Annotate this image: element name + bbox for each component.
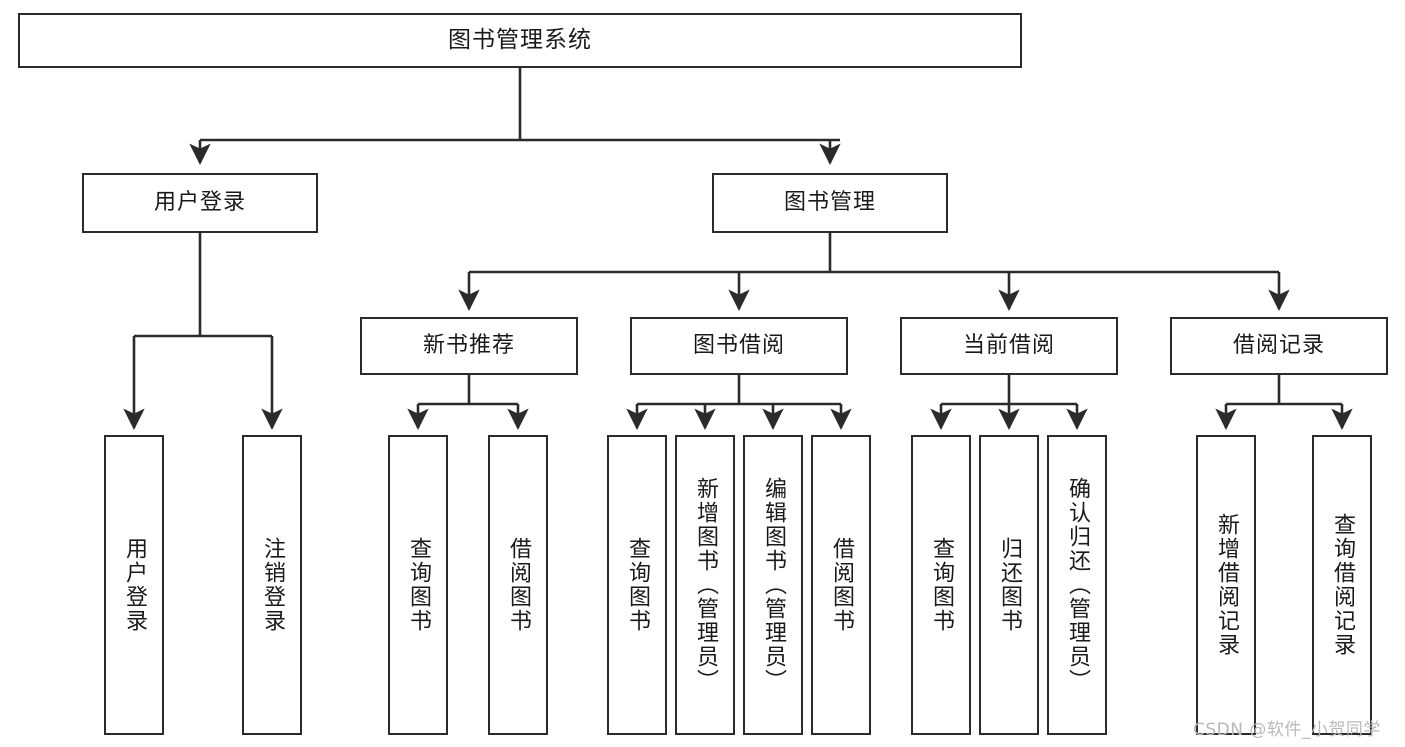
leaf-borrow-book-1-label: 借阅图书 — [505, 537, 531, 633]
leaf-return-book[interactable]: 归还图书 — [979, 435, 1039, 735]
leaf-edit-book-label: 编辑图书（管理员） — [760, 477, 786, 693]
node-new-book-rec[interactable]: 新书推荐 — [360, 317, 578, 375]
leaf-user-login-label: 用户登录 — [121, 537, 147, 633]
leaf-user-login[interactable]: 用户登录 — [104, 435, 164, 735]
leaf-user-logout[interactable]: 注销登录 — [242, 435, 302, 735]
node-book-manage-label: 图书管理 — [783, 189, 876, 215]
leaf-query-record-label: 查询借阅记录 — [1329, 513, 1355, 657]
node-book-borrow-label: 图书借阅 — [692, 332, 785, 358]
leaf-query-book-2-label: 查询图书 — [624, 537, 650, 633]
node-user-login[interactable]: 用户登录 — [82, 173, 318, 233]
leaf-add-record[interactable]: 新增借阅记录 — [1196, 435, 1256, 735]
node-borrow-record[interactable]: 借阅记录 — [1170, 317, 1388, 375]
node-new-book-rec-label: 新书推荐 — [422, 332, 515, 358]
leaf-borrow-book-1[interactable]: 借阅图书 — [488, 435, 548, 735]
leaf-edit-book[interactable]: 编辑图书（管理员） — [743, 435, 803, 735]
leaf-confirm-return-label: 确认归还（管理员） — [1064, 477, 1090, 693]
watermark: CSDN @软件_小贺同学 — [1193, 720, 1381, 740]
node-root-label: 图书管理系统 — [448, 26, 592, 53]
node-book-borrow[interactable]: 图书借阅 — [630, 317, 848, 375]
leaf-confirm-return[interactable]: 确认归还（管理员） — [1047, 435, 1107, 735]
leaf-borrow-book-2[interactable]: 借阅图书 — [811, 435, 871, 735]
leaf-add-book[interactable]: 新增图书（管理员） — [675, 435, 735, 735]
node-current-borrow[interactable]: 当前借阅 — [900, 317, 1118, 375]
node-borrow-record-label: 借阅记录 — [1232, 332, 1325, 358]
leaf-user-logout-label: 注销登录 — [259, 537, 285, 633]
node-book-manage[interactable]: 图书管理 — [712, 173, 948, 233]
leaf-return-book-label: 归还图书 — [996, 537, 1022, 633]
leaf-query-record[interactable]: 查询借阅记录 — [1312, 435, 1372, 735]
leaf-query-book-1-label: 查询图书 — [405, 537, 431, 633]
leaf-add-book-label: 新增图书（管理员） — [692, 477, 718, 693]
leaf-query-book-2[interactable]: 查询图书 — [607, 435, 667, 735]
leaf-add-record-label: 新增借阅记录 — [1213, 513, 1239, 657]
leaf-query-book-3-label: 查询图书 — [928, 537, 954, 633]
node-user-login-label: 用户登录 — [153, 189, 246, 215]
leaf-query-book-1[interactable]: 查询图书 — [388, 435, 448, 735]
leaf-query-book-3[interactable]: 查询图书 — [911, 435, 971, 735]
node-root[interactable]: 图书管理系统 — [18, 13, 1022, 68]
leaf-borrow-book-2-label: 借阅图书 — [828, 537, 854, 633]
node-current-borrow-label: 当前借阅 — [962, 332, 1055, 358]
